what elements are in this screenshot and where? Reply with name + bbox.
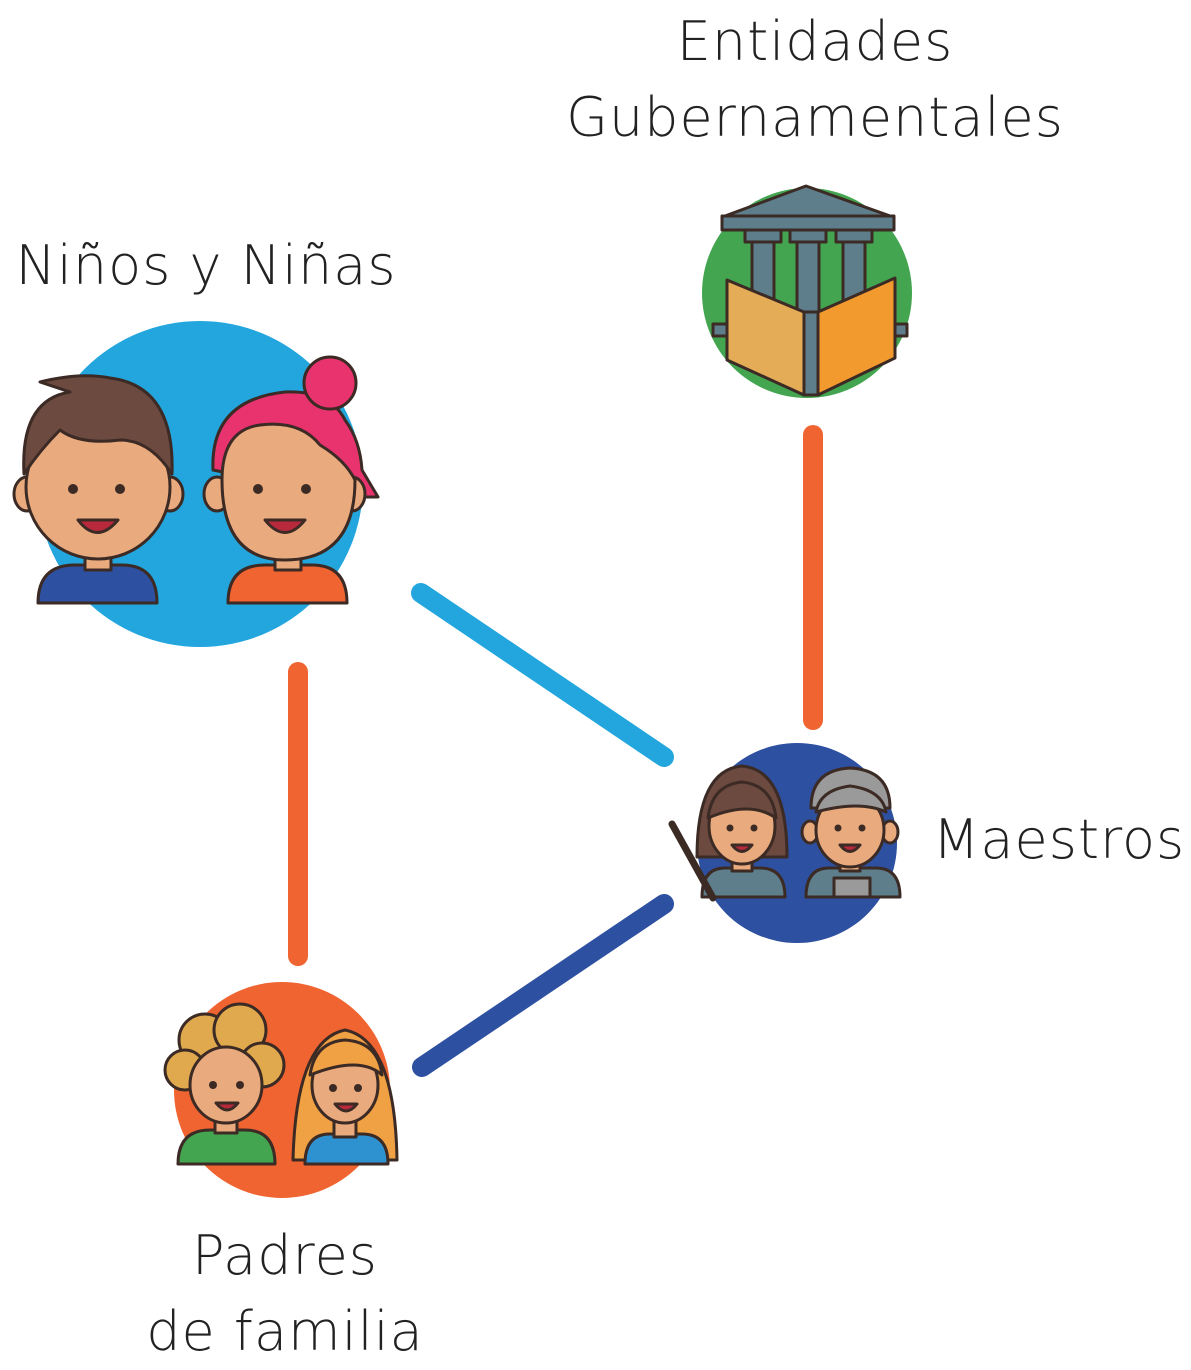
teachers-icon: [668, 764, 902, 902]
padres-label-line2: de familia: [146, 1300, 424, 1363]
maestros-label: Maestros: [932, 808, 1186, 871]
connector-ninos-maestros: [411, 583, 674, 767]
parents-icon: [163, 1002, 399, 1166]
maestros-node: [668, 743, 902, 943]
padres-node: [163, 982, 399, 1198]
padres-label-line1: Padres: [192, 1224, 378, 1287]
gobierno-label-line1: Entidades: [676, 10, 954, 73]
boy-and-girl-icon: [12, 355, 380, 605]
ninos-node: [12, 321, 380, 647]
connector-padres-maestros: [412, 894, 674, 1077]
gobierno-label-line2: Gubernamentales: [566, 86, 1064, 149]
padres-label: Padres de familia: [120, 1218, 450, 1370]
ninos-label: Niños y Niñas: [15, 234, 397, 297]
gobierno-node: [702, 184, 912, 398]
gobierno-label: Entidades Gubernamentales: [560, 4, 1070, 156]
government-building-book-icon: [711, 184, 909, 397]
